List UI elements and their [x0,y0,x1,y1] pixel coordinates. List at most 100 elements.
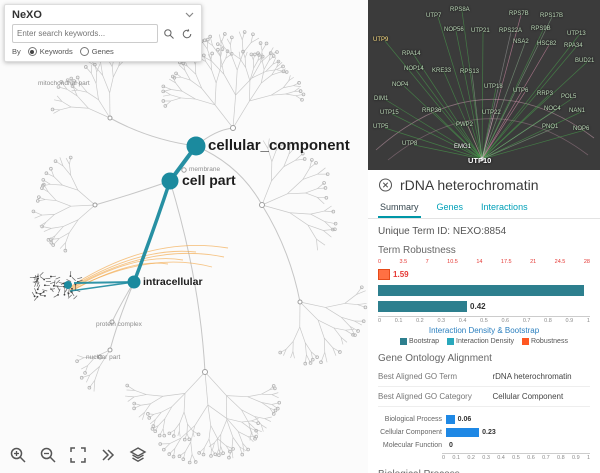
alignment-row-value: Cellular Component [492,392,564,401]
keywords-radio-label: Keywords [39,47,73,56]
node-label-cell-part[interactable]: cell part [182,172,236,188]
zoom-in-button[interactable] [8,445,28,465]
tab-genes[interactable]: Genes [436,202,464,212]
search-button[interactable] [161,26,176,41]
robustness-bar [378,269,391,280]
gene-node[interactable]: NOP56 [444,27,464,33]
close-button[interactable] [378,178,393,193]
node-label-mitochondrial-part[interactable]: mitochondrial part [38,80,90,87]
gene-node[interactable]: UTP18 [484,84,503,90]
gene-node[interactable]: UTP8 [402,141,418,147]
gene-node[interactable]: POL5 [561,94,577,100]
gene-node[interactable]: NOP14 [404,66,424,72]
tab-summary[interactable]: Summary [378,198,421,218]
gene-node[interactable]: NOC4 [544,106,561,112]
node-label-intracellular[interactable]: intracellular [143,276,203,288]
robustness-heading: Term Robustness [378,245,456,256]
alignment-row: Best Aligned GO Category Cellular Compon… [378,387,590,407]
gene-node[interactable]: RPS17B [540,13,564,19]
interaction-density-bar [378,301,468,312]
gene-node[interactable]: HSC82 [537,41,557,47]
density-legend-label: Interaction Density [456,338,514,345]
node-label-nuclear-part[interactable]: nuclear part [86,354,121,361]
gene-node[interactable]: RRP36 [422,108,442,114]
gene-node[interactable]: UTP9 [373,37,389,43]
gene-node[interactable]: RPS8A [450,7,470,13]
gene-node[interactable]: RPS9B [531,26,551,32]
zoom-in-icon [10,447,26,463]
alignment-row-value: rDNA heterochromatin [492,372,572,381]
gene-node[interactable]: RRP3 [537,91,554,97]
search-input[interactable] [12,24,158,43]
gene-node[interactable]: RPA34 [564,43,583,49]
bootstrap-legend-label: Bootstrap [409,338,439,345]
robustness-legend: Bootstrap Interaction Density Robustness [378,338,590,345]
go-bar [446,415,455,424]
genes-radio-option[interactable]: Genes [79,47,114,56]
term-details-panel: rDNA heterochromatin Summary Genes Inter… [368,170,600,473]
node-label-protein-complex[interactable]: protein complex [96,321,142,328]
network-canvas[interactable] [368,0,600,170]
gene-node[interactable]: UTP6 [513,88,529,94]
fit-to-screen-button[interactable] [68,445,88,465]
gene-node[interactable]: UTP21 [471,28,490,34]
search-panel: NeXO By Keywords [4,4,202,62]
bootstrap-legend-swatch [400,338,408,345]
term-title: rDNA heterochromatin [400,177,539,193]
gene-node[interactable]: UTP13 [567,31,586,37]
gene-node[interactable]: NSA2 [513,39,529,45]
go-value: 0 [449,442,453,449]
interaction-density-value: 0.42 [470,302,486,311]
gene-node[interactable]: PWP2 [456,122,474,128]
layers-icon [129,447,147,463]
gene-node[interactable]: NOP4 [392,82,409,88]
layers-button[interactable] [128,445,148,465]
robustness-axis-label: Interaction Density & Bootstrap [428,326,540,335]
gene-node[interactable]: RPS22A [499,28,523,34]
close-icon [378,178,393,192]
gene-node[interactable]: UTP7 [426,13,442,19]
zoom-out-button[interactable] [38,445,58,465]
gene-node[interactable]: EMG1 [454,144,472,150]
search-icon [163,28,174,39]
go-value: 0.06 [457,416,472,423]
gene-node[interactable]: RPS13 [460,69,480,75]
biological-process-heading: Biological Process [378,469,590,473]
gene-node[interactable]: KRE33 [432,68,452,74]
gene-node[interactable]: NAN1 [569,108,586,114]
bootstrap-bar [378,285,584,296]
chevron-down-icon[interactable] [185,12,194,18]
gene-node-hub[interactable]: UTP10 [468,156,492,165]
search-by-label: By [12,47,21,56]
gene-node[interactable]: NOP6 [573,126,590,132]
term-id-value: NEXO:8854 [452,226,507,237]
tab-interactions[interactable]: Interactions [481,202,528,212]
node-label-cellular-component[interactable]: cellular_component [208,137,350,154]
keywords-radio-option[interactable]: Keywords [27,47,73,56]
gene-node[interactable]: UTP5 [373,124,389,130]
expand-collapse-button[interactable] [98,445,118,465]
node-label-membrane[interactable]: membrane [189,166,221,173]
alignment-row-label: Best Aligned GO Category [378,392,472,401]
genes-radio[interactable] [79,47,89,56]
robustness-legend-label: Robustness [530,338,568,345]
gene-node[interactable]: DIM1 [374,96,389,102]
tree-canvas[interactable] [0,0,368,473]
gene-node[interactable]: RPA14 [402,51,421,57]
gene-node[interactable]: BUD21 [575,58,595,64]
ontology-tree-panel[interactable]: cellular_component cell part intracellul… [0,0,368,473]
gene-node[interactable]: PNO1 [542,124,559,130]
reset-button[interactable] [179,26,194,41]
go-chart-row: Molecular Function 0 [378,439,590,452]
keywords-radio[interactable] [27,47,37,56]
double-chevron-icon [102,449,115,461]
fit-to-screen-icon [70,447,86,463]
alignment-row-label: Best Aligned GO Term [378,372,457,381]
gene-node[interactable]: RPS7B [509,11,529,17]
gene-node[interactable]: UTP15 [380,110,399,116]
density-legend-swatch [447,338,454,345]
gene-node[interactable]: UTP22 [482,110,501,116]
subnetwork-panel[interactable]: UTP7 RPS8A RPS7B RPS17B NOP56 UTP21 RPS22A RPS9… [368,0,600,170]
